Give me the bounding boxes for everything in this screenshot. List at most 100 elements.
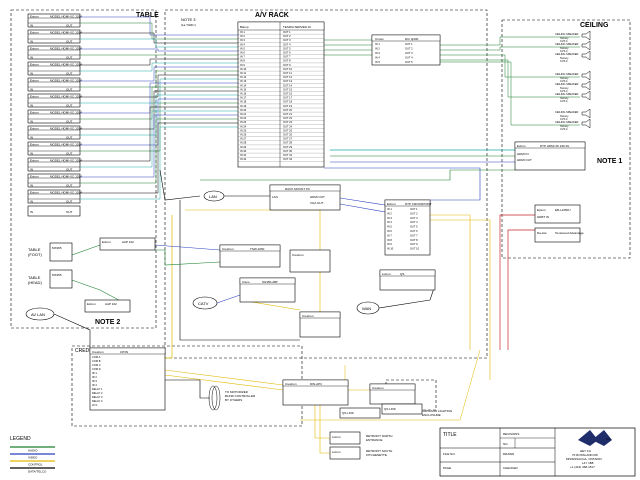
switcher-out-port: OUT 9	[410, 242, 418, 246]
legend-label: AUDIO	[28, 449, 38, 453]
lighting-panel: Crestron DIN-AP3	[282, 379, 349, 406]
av-rack-region	[164, 9, 488, 359]
quick-dim-model: QS	[400, 272, 404, 276]
processor-input-port: IN 30	[240, 149, 247, 153]
ceiling-region-label: CEILING	[580, 22, 609, 29]
table-plate-in: IN	[30, 119, 33, 123]
table-plate-in: IN	[30, 135, 33, 139]
company-address-3: MISSISSAUGA, ONTARIO	[566, 457, 602, 461]
table-plate-in: IN	[30, 23, 33, 27]
control-processor-port: I/O 1	[92, 403, 98, 407]
processor-output-port: OUT 31	[283, 153, 293, 157]
table-plate-in: IN	[30, 183, 33, 187]
speaker-icon	[581, 90, 591, 101]
retrofit-south-box: Lutron	[329, 446, 361, 460]
table-plate-brand: Extron	[30, 142, 39, 146]
speaker-brand: Tannoy	[560, 46, 569, 50]
amplifier-output-port: OUT 2	[405, 47, 413, 51]
table-plate-out: OUT	[66, 167, 73, 171]
speaker-model: CVS 4	[560, 39, 568, 43]
title-block: TITLE REVISIONS NO. FILE NO. DRAWN PAGE …	[439, 427, 636, 477]
table-plate-out: OUT	[66, 39, 73, 43]
processor-input-port: IN 27	[240, 137, 247, 141]
table-plate-model: MODEL HDMI-XC-101A	[50, 110, 82, 114]
legend-item: CONTROL	[10, 460, 55, 467]
speaker-icon	[581, 108, 591, 119]
shade-controller: Crestron	[299, 311, 341, 338]
processor-output-port: OUT 1	[283, 30, 291, 34]
screen-model: Tensioned Advantage	[555, 231, 584, 235]
processor-output-port: OUT 30	[283, 149, 293, 153]
retrofit-north-box: Lutron	[329, 431, 361, 445]
lighting-io-2-label: QS LINK	[384, 407, 396, 411]
processor-input-port: IN 31	[240, 153, 247, 157]
switcher-port: IN 5	[387, 225, 392, 229]
switcher-out-port: OUT 7	[410, 233, 418, 237]
speaker-icon	[581, 30, 591, 41]
table-plate-brand: Extron	[30, 110, 39, 114]
catv-cloud: CATV	[192, 296, 218, 310]
projector-brand: Epson	[537, 208, 546, 212]
control-processor-port: RELAY 1	[92, 387, 103, 391]
av-lan-cloud-label: AV LAN	[31, 312, 45, 317]
network-switch-model: SG350-28P	[262, 280, 278, 284]
titleblock-checked: CHECKED	[503, 466, 519, 470]
processor-input-port: IN 24	[240, 124, 247, 128]
table-plate-out: OUT	[66, 55, 73, 59]
switcher-out-port: OUT 5	[410, 225, 418, 229]
table-plate-brand: Extron	[30, 174, 39, 178]
wall-plate-2-model: AAP 102	[105, 302, 117, 306]
processor-input-port: IN 3	[240, 38, 245, 42]
mic-table-foot: MX395	[49, 242, 73, 262]
speaker-brand: Tannoy	[560, 36, 569, 40]
switcher-port: IN 4	[387, 220, 392, 224]
processor-output-port: OUT 28	[283, 141, 293, 145]
switcher-out-port: OUT 2	[410, 211, 418, 215]
retrofit-north-note: RETROFIT NORTH	[366, 434, 392, 438]
touch-panel-brand: Crestron	[222, 247, 234, 251]
table-plate-out: OUT	[66, 151, 73, 155]
switcher-out-port: OUT 10	[410, 247, 420, 251]
speaker-model: CVS 4	[560, 59, 568, 63]
processor-brand: Biamp	[240, 25, 249, 29]
legend-item: VIDEO	[10, 453, 55, 460]
wan-cloud: WAN	[356, 301, 380, 315]
processor-output-port: OUT 2	[283, 34, 291, 38]
control-processor-port: RELAY 4	[92, 399, 103, 403]
shade-motor-coil	[208, 385, 221, 411]
touch-panel: Crestron TSW-1060	[219, 244, 281, 268]
retrofit-south-note-2: KITCHENETTE	[366, 453, 387, 457]
table-plate-model: MODEL HDMI-XC-101A	[50, 46, 82, 50]
credenza-region-label: CREDENZA	[75, 348, 103, 354]
titleblock-revisions: REVISIONS	[503, 432, 519, 436]
company-address-4: L4Y 1B8	[582, 461, 594, 465]
table-plate-out: OUT	[66, 103, 73, 107]
switcher-port: IN 6	[387, 229, 392, 233]
processor-input-port: IN 14	[240, 83, 247, 87]
processor-input-port: IN 32	[240, 157, 247, 161]
speaker-brand: Tannoy	[560, 114, 569, 118]
control-processor-brand: Crestron	[92, 350, 104, 354]
catv-cloud-label: CATV	[198, 301, 209, 306]
switcher-out-port: OUT 6	[410, 229, 418, 233]
processor-output-port: OUT 5	[283, 46, 291, 50]
speaker-icon	[581, 80, 591, 91]
titleblock-page: PAGE	[443, 466, 451, 470]
company-address-5: +1 (416) 368-1517	[570, 465, 595, 469]
processor-input-port: IN 23	[240, 120, 247, 124]
table-region-label: TABLE	[136, 12, 159, 19]
wan-cloud-label: WAN	[362, 306, 371, 311]
